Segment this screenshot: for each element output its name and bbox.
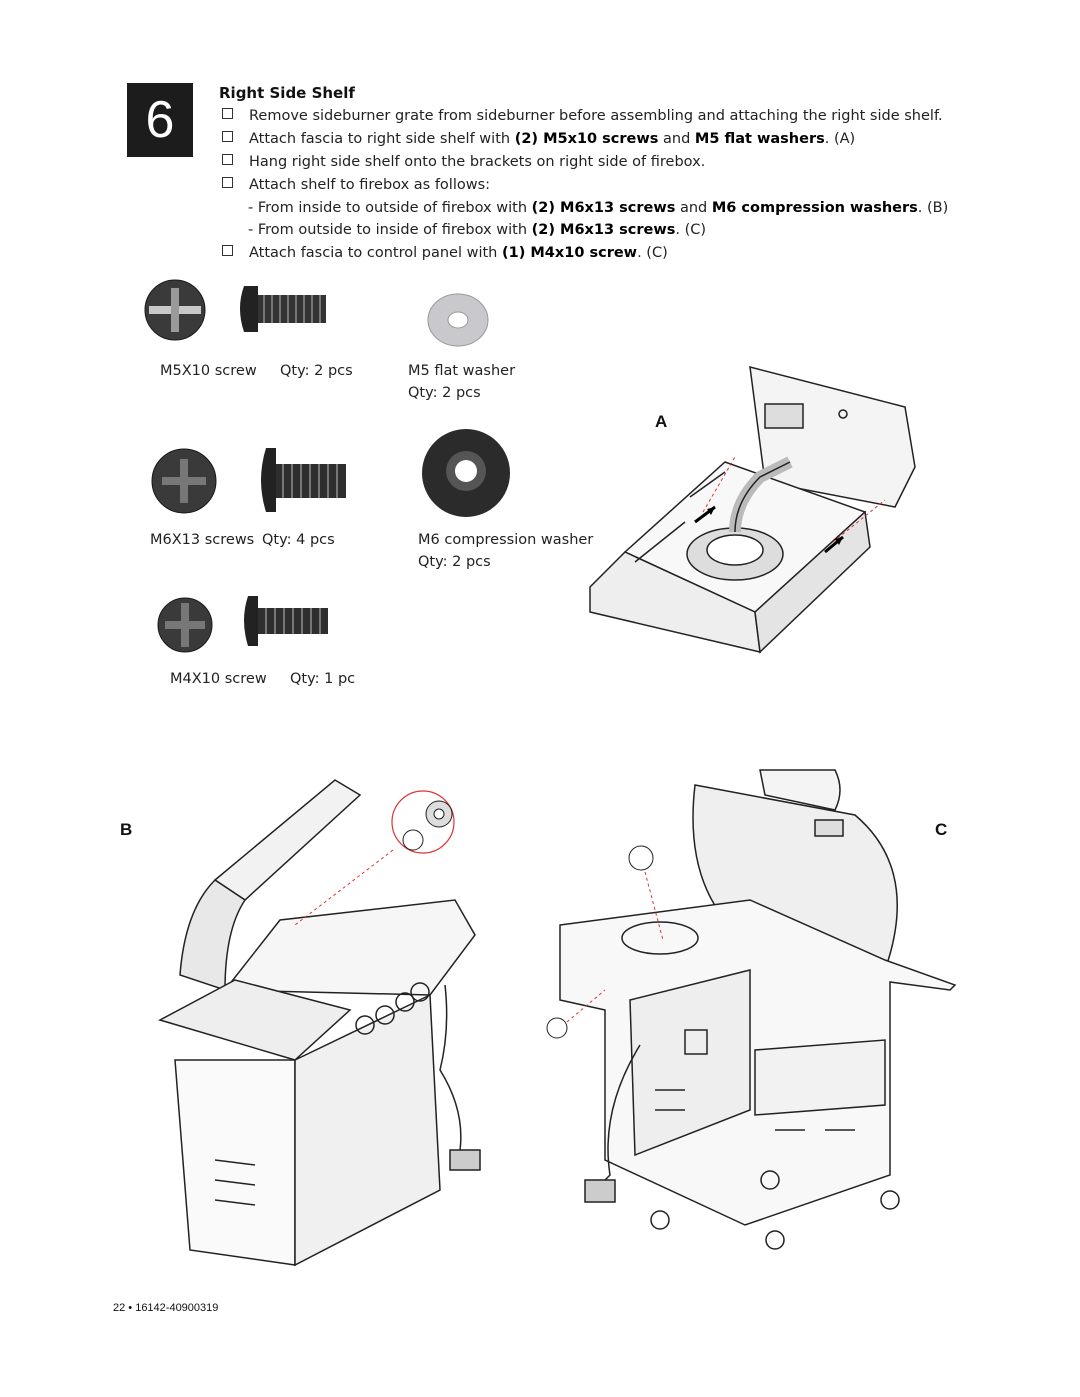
- instruction-4: Attach shelf to firebox as follows:: [222, 177, 490, 193]
- instruction-5: Attach fascia to control panel with (1) …: [222, 245, 668, 261]
- instruction-2: Attach fascia to right side shelf with (…: [222, 131, 855, 147]
- grill-assembly-figure-c: [546, 769, 957, 1250]
- m6-screw-head-icon: [151, 448, 217, 514]
- m6-washer-label: M6 compression washer: [418, 532, 594, 548]
- m5-screw-head-icon: [144, 279, 206, 341]
- m6-washer-qty: Qty: 2 pcs: [418, 554, 491, 570]
- figure-a-label: A: [655, 412, 668, 431]
- step-title: Right Side Shelf: [219, 84, 355, 102]
- step-number: 6: [145, 91, 175, 149]
- checkbox-icon: [222, 177, 233, 188]
- m5-flat-washer-icon: [427, 293, 489, 347]
- m5-screw-label: M5X10 screw: [160, 363, 257, 379]
- m5-washer-label: M5 flat washer: [408, 363, 516, 379]
- checkbox-icon: [222, 108, 233, 119]
- m6-screw-qty: Qty: 4 pcs: [262, 532, 335, 548]
- page-footer: 22 • 16142-40900319: [113, 1302, 219, 1314]
- figure-c-label: C: [935, 820, 948, 839]
- instruction-1: Remove sideburner grate from sideburner …: [222, 108, 943, 124]
- checkbox-icon: [222, 245, 233, 256]
- m4-screw-head-icon: [157, 597, 213, 653]
- instruction-3: Hang right side shelf onto the brackets …: [222, 154, 705, 170]
- m5-washer-qty: Qty: 2 pcs: [408, 385, 481, 401]
- m4-screw-qty: Qty: 1 pc: [290, 671, 356, 687]
- m4-screw-label: M4X10 screw: [170, 671, 267, 687]
- checkbox-icon: [222, 154, 233, 165]
- m4-screw-side-icon: [244, 596, 328, 646]
- side-shelf-assembly-figure-a: [589, 365, 916, 654]
- step-number-box: 6: [127, 83, 193, 157]
- sub-instruction-1: - From inside to outside of firebox with…: [248, 200, 949, 216]
- m5-screw-qty: Qty: 2 pcs: [280, 363, 353, 379]
- m6-compression-washer-icon: [422, 429, 510, 517]
- m5-screw-side-icon: [240, 286, 326, 332]
- grill-assembly-figure-b: [158, 779, 481, 1267]
- sub-instruction-2: - From outside to inside of firebox with…: [248, 222, 707, 238]
- figure-b-label: B: [120, 820, 133, 839]
- checkbox-icon: [222, 131, 233, 142]
- m6-screw-label: M6X13 screws: [150, 532, 255, 548]
- m6-screw-side-icon: [261, 448, 346, 512]
